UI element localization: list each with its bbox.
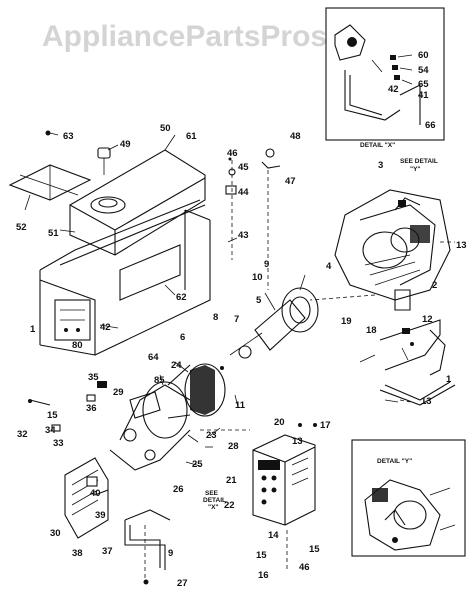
callout-11: 11 (235, 400, 246, 411)
callout-12: 12 (422, 314, 433, 325)
callout-21: 21 (226, 475, 237, 486)
callout-48: 48 (290, 131, 301, 142)
callout-63: 63 (63, 131, 74, 142)
callout-32: 32 (17, 429, 28, 440)
control-box (252, 423, 317, 570)
callout-40: 40 (90, 488, 101, 499)
callout-27: 27 (177, 578, 188, 589)
callout-42-detail: 42 (388, 84, 399, 95)
callout-60: 60 (418, 50, 429, 61)
callout-1-left: 1 (30, 324, 36, 335)
see-detail-x-line3: "X" (208, 504, 219, 511)
detail-y-inset (351, 439, 466, 557)
detail-y-caption: DETAIL "Y" (377, 458, 412, 465)
callout-13-engine: 13 (456, 240, 467, 251)
callout-66: 66 (425, 120, 436, 131)
callout-47: 47 (285, 176, 296, 187)
callout-4: 4 (326, 261, 332, 272)
callout-5: 5 (256, 295, 262, 306)
fuel-tank-and-frame (39, 147, 211, 356)
see-detail-y-line1: SEE DETAIL (400, 158, 438, 165)
callout-64: 64 (148, 352, 159, 363)
callout-labels: 63 50 61 49 48 46 45 44 47 52 51 43 62 1… (16, 50, 467, 589)
alternator-assembly (109, 287, 319, 471)
callout-39: 39 (95, 510, 106, 521)
callout-51: 51 (48, 228, 59, 239)
engine (309, 189, 455, 311)
callout-15-bottom-right: 15 (309, 544, 320, 555)
callout-49: 49 (120, 139, 131, 150)
callout-33: 33 (53, 438, 64, 449)
callout-26: 26 (173, 484, 184, 495)
callout-44: 44 (238, 187, 249, 198)
callout-85: 85 (154, 375, 165, 386)
callout-45: 45 (238, 162, 249, 173)
detail-x-caption: DETAIL "X" (360, 142, 395, 149)
callout-25: 25 (192, 459, 203, 470)
callout-28: 28 (228, 441, 239, 452)
see-detail-x-line2: DETAIL (203, 497, 226, 504)
callout-13-box: 13 (292, 436, 303, 447)
callout-15-bottom-left: 15 (256, 550, 267, 561)
callout-34: 34 (45, 425, 56, 436)
callout-22: 22 (224, 500, 235, 511)
callout-46-bottom: 46 (299, 562, 310, 573)
callout-7: 7 (234, 314, 239, 325)
see-detail-y-line2: "Y" (410, 166, 421, 173)
callout-46: 46 (227, 148, 238, 159)
callout-23: 23 (206, 430, 217, 441)
callout-3: 3 (378, 160, 383, 171)
leader-lines (24, 132, 409, 467)
callout-52: 52 (16, 222, 27, 233)
see-detail-x-line1: SEE (205, 490, 219, 497)
callout-24: 24 (171, 360, 182, 371)
fuel-fittings (225, 148, 281, 290)
callout-8: 8 (213, 312, 218, 323)
callout-43: 43 (238, 230, 249, 241)
callout-29: 29 (113, 387, 124, 398)
callout-15-left: 15 (47, 410, 58, 421)
callout-36: 36 (86, 403, 97, 414)
callout-37: 37 (102, 546, 113, 557)
callout-50: 50 (160, 123, 171, 134)
callout-6: 6 (180, 332, 185, 343)
callout-61: 61 (186, 131, 197, 142)
callout-20: 20 (274, 417, 285, 428)
callout-18: 18 (366, 325, 377, 336)
callout-9-top: 9 (264, 259, 269, 270)
callout-10: 10 (252, 272, 263, 283)
callout-54: 54 (418, 65, 429, 76)
callout-65: 65 (418, 79, 429, 90)
callout-19: 19 (341, 316, 352, 327)
callout-14: 14 (268, 530, 279, 541)
callout-38: 38 (72, 548, 83, 559)
callout-1-right: 1 (446, 374, 452, 385)
control-cover (28, 381, 109, 539)
detail-x-inset (325, 7, 445, 141)
engine-mount (379, 319, 456, 406)
callout-30: 30 (50, 528, 61, 539)
callout-42-left: 42 (100, 322, 111, 333)
callout-16: 16 (258, 570, 269, 581)
callout-80: 80 (72, 340, 83, 351)
callout-2: 2 (432, 280, 437, 291)
callout-9-bottom: 9 (168, 548, 173, 559)
callout-17: 17 (320, 420, 331, 431)
callout-62: 62 (176, 292, 187, 303)
callout-41: 41 (418, 90, 429, 101)
callout-13-mount: 13 (421, 396, 432, 407)
top-panel (8, 130, 92, 201)
callout-35: 35 (88, 372, 99, 383)
handle-bracket (124, 509, 171, 585)
